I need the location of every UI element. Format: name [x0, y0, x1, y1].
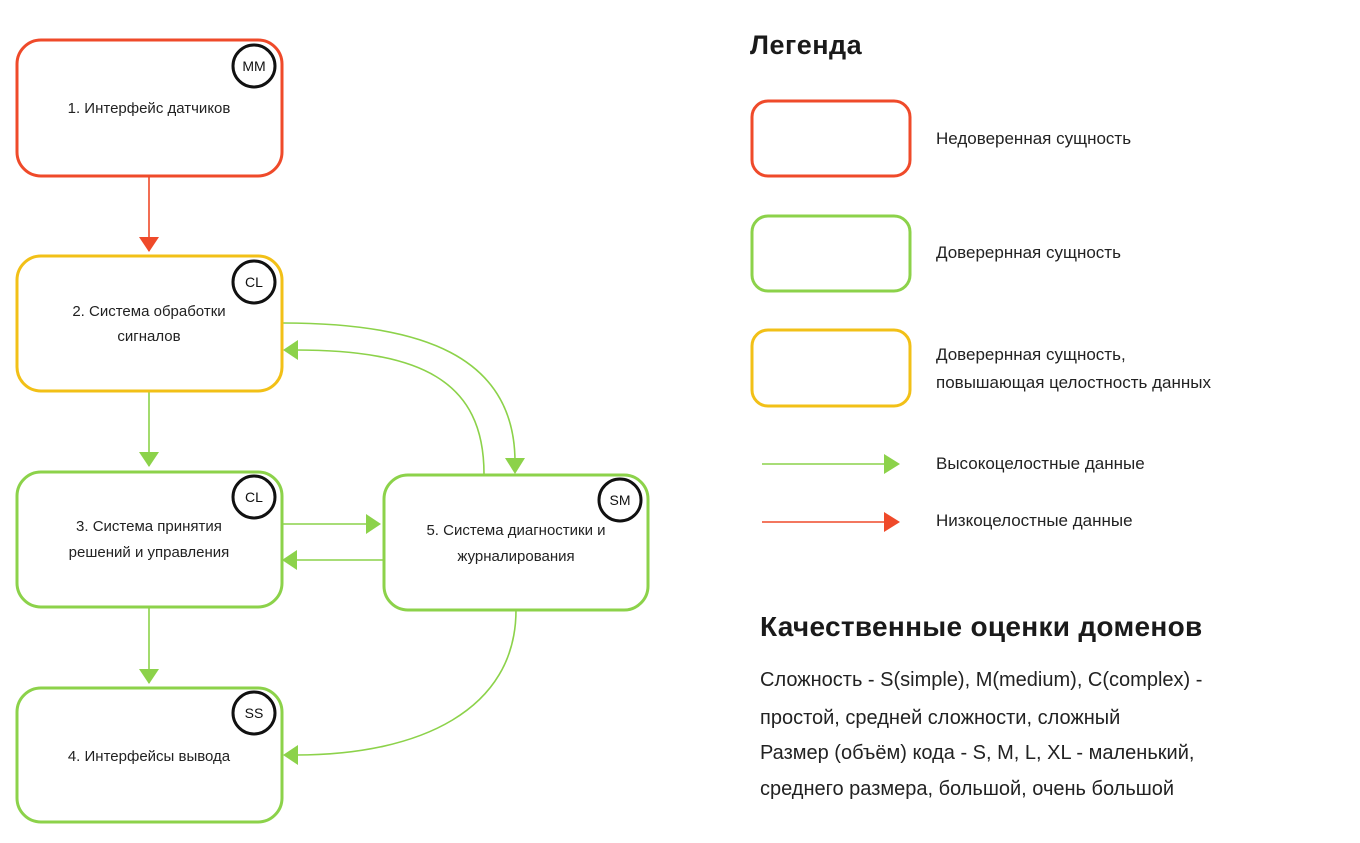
- node-label-line-2: решений и управления: [69, 544, 230, 561]
- flow-5-to-4-head: [283, 745, 298, 765]
- connectors: [139, 176, 525, 765]
- node-box: [15, 254, 284, 393]
- node-box: [15, 686, 284, 824]
- node-label: 4. Интерфейсы вывода: [68, 748, 231, 765]
- badge-circle: [231, 259, 277, 305]
- quality-line-3: Размер (объём) кода - S, M, L, XL - мале…: [760, 742, 1195, 764]
- node-box: [382, 473, 650, 612]
- legend-high-integrity-label: Высокоцелостные данные: [936, 454, 1145, 473]
- badge-circle: [231, 690, 277, 736]
- flow-5-to-3-head: [282, 550, 297, 570]
- badge-label: CL: [245, 274, 263, 290]
- node-label-line-1: 2. Система обработки: [72, 303, 225, 320]
- node-sensor-interface[interactable]: 1. Интерфейс датчиков MM: [15, 38, 284, 178]
- node-output-interfaces[interactable]: 4. Интерфейсы вывода SS: [15, 686, 284, 824]
- legend-integrity-label-line-2: повышающая целостность данных: [936, 373, 1211, 392]
- flow-1-to-2-head: [139, 237, 159, 252]
- flow-5-to-2: [294, 349, 485, 475]
- legend-untrusted-label: Недоверенная сущность: [936, 129, 1132, 148]
- node-label-line-2: сигналов: [117, 328, 180, 345]
- legend-untrusted-swatch: [750, 99, 912, 178]
- node-label-line-1: 3. Система принятия: [76, 518, 222, 535]
- quality-title: Качественные оценки доменов: [760, 611, 1203, 642]
- flow-3-to-5-head: [366, 514, 381, 534]
- badge-circle: [231, 43, 277, 89]
- flow-5-to-2-head: [283, 340, 298, 360]
- legend-integrity-swatch: [750, 328, 912, 408]
- badge-label: CL: [245, 489, 263, 505]
- flow-5-to-4: [295, 609, 517, 756]
- legend-swatches: [750, 99, 912, 532]
- quality-line-2: простой, средней сложности, сложный: [760, 707, 1121, 729]
- legend-high-integrity-arrow-head: [884, 454, 900, 474]
- node-box: [15, 38, 284, 178]
- legend-trusted-swatch: [750, 214, 912, 293]
- node-diagnostics-logging[interactable]: 5. Система диагностики и журналирования …: [382, 473, 650, 612]
- node-label-line-1: 5. Система диагностики и: [426, 522, 605, 539]
- badge-label: SS: [245, 705, 264, 721]
- legend-low-integrity-label: Низкоцелостные данные: [936, 511, 1133, 530]
- node-box: [15, 470, 284, 609]
- flow-3-to-4-head: [139, 669, 159, 684]
- flow-2-to-5-head: [505, 458, 525, 474]
- flow-2-to-3-head: [139, 452, 159, 467]
- legend-integrity-label-line-1: Доверернная сущность,: [936, 345, 1126, 364]
- flow-2-to-5: [282, 322, 516, 463]
- legend-title: Легенда: [750, 30, 863, 60]
- node-signal-processing[interactable]: 2. Система обработки сигналов CL: [15, 254, 284, 393]
- quality-line-1: Сложность - S(simple), M(medium), C(comp…: [760, 669, 1203, 691]
- badge-label: MM: [242, 58, 265, 74]
- legend-trusted-label: Доверернная сущность: [936, 243, 1121, 262]
- node-label-line-2: журналирования: [457, 548, 574, 565]
- quality-line-4: среднего размера, большой, очень большой: [760, 778, 1175, 800]
- badge-circle: [597, 477, 643, 523]
- badge-circle: [231, 474, 277, 520]
- node-decision-control[interactable]: 3. Система принятия решений и управления…: [15, 470, 284, 609]
- node-label: 1. Интерфейс датчиков: [68, 100, 231, 117]
- legend-low-integrity-arrow-head: [884, 512, 900, 532]
- badge-label: SM: [610, 492, 631, 508]
